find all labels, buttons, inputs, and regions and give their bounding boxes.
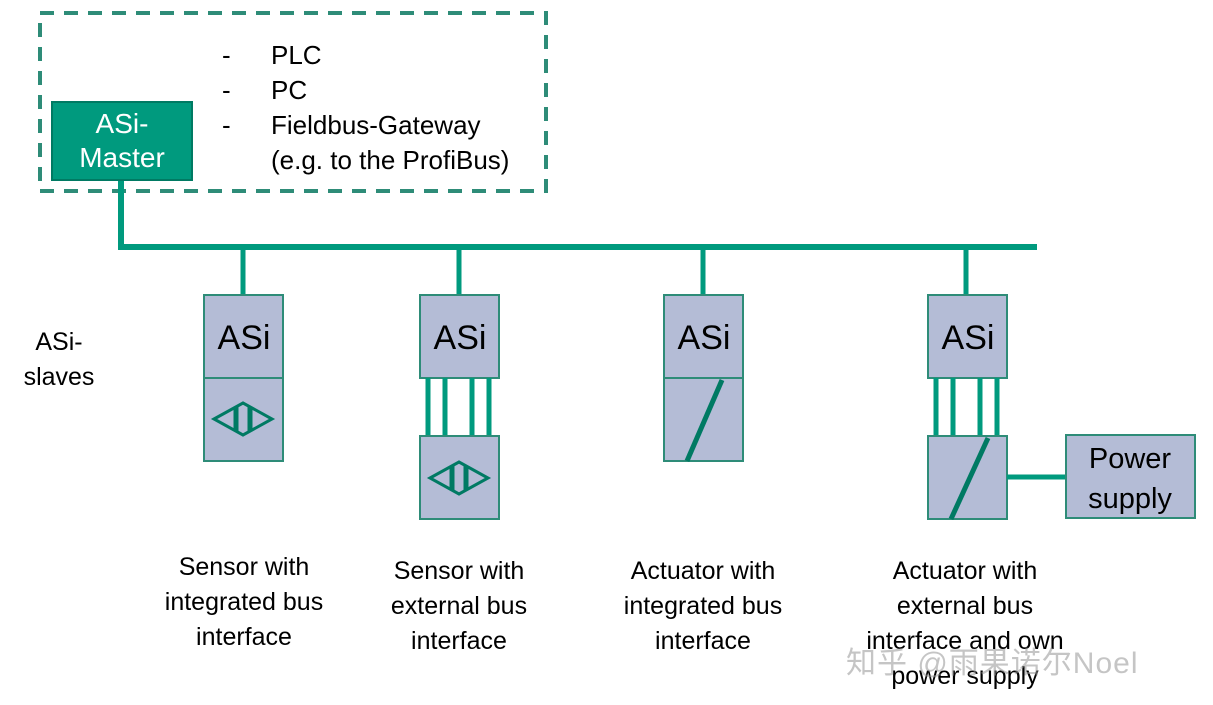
asi-slaves-label: ASi- slaves — [18, 325, 100, 395]
caption-line: integrated bus — [164, 588, 324, 616]
bullet-dash: - — [222, 40, 231, 70]
host-item: - PLC — [222, 38, 509, 73]
asi-module-label: ASi — [433, 319, 487, 357]
caption-line: integrated bus — [623, 592, 783, 620]
master-label-line1: ASi- — [95, 108, 149, 139]
caption-line: Sensor with — [178, 553, 310, 581]
slave-actuator-external — [927, 294, 1196, 521]
watermark-text: 知乎 @雨果诺尔Noel — [846, 647, 1139, 680]
caption-line: interface — [655, 627, 751, 655]
slave-sensor-external — [419, 294, 500, 520]
sensor-symbol-icon — [426, 460, 492, 496]
host-label: PC — [271, 75, 308, 105]
interface-wires — [425, 378, 492, 436]
asi-module-box — [927, 294, 1008, 379]
caption-sensor-external: Sensor with external bus interface — [354, 554, 564, 659]
host-label: Fieldbus-Gateway — [271, 110, 481, 140]
host-label: PLC — [271, 40, 322, 70]
host-item-continuation: (e.g. to the ProfiBus) — [222, 143, 509, 178]
host-item: - Fieldbus-Gateway — [222, 108, 509, 143]
caption-line: Actuator with — [892, 557, 1038, 585]
caption-line: external bus — [390, 592, 528, 620]
caption-actuator-integrated: Actuator with integrated bus interface — [593, 554, 813, 659]
asi-module-box — [663, 294, 744, 379]
host-list: - PLC - PC - Fieldbus-Gateway (e.g. to the … — [222, 38, 509, 178]
caption-sensor-integrated: Sensor with integrated bus interface — [135, 550, 353, 655]
bullet-dash: - — [222, 75, 231, 105]
caption-line: interface — [411, 627, 507, 655]
interface-wires — [933, 378, 1000, 436]
master-label-line2: Master — [79, 142, 165, 173]
sensor-symbol-icon — [210, 401, 276, 437]
caption-line: Sensor with — [393, 557, 525, 585]
caption-line: Actuator with — [630, 557, 776, 585]
power-supply-line1: Power — [1088, 443, 1172, 475]
power-supply-label: Power supply — [1066, 439, 1194, 519]
slave-sensor-integrated — [203, 294, 284, 462]
asi-module-box — [419, 294, 500, 379]
asi-module-label: ASi — [217, 319, 271, 357]
actuator-symbol-icon — [948, 436, 991, 521]
caption-line: interface and own — [866, 627, 1064, 655]
caption-line: power supply — [891, 662, 1039, 690]
host-item: - PC — [222, 73, 509, 108]
slave-actuator-integrated — [663, 294, 744, 462]
power-supply-line2: supply — [1088, 483, 1172, 515]
asi-module-label: ASi — [941, 319, 995, 357]
slaves-label-line2: slaves — [23, 363, 95, 391]
slaves-label-line1: ASi- — [35, 328, 83, 356]
asi-module-label: ASi — [677, 319, 731, 357]
bullet-dash: - — [222, 110, 231, 140]
host-boundary — [38, 11, 548, 193]
power-supply-box — [1065, 434, 1196, 519]
caption-line: external bus — [896, 592, 1034, 620]
actuator-symbol-icon — [684, 379, 725, 462]
asi-master-box: ASi- Master — [51, 101, 193, 181]
host-continuation: (e.g. to the ProfiBus) — [271, 145, 510, 175]
caption-line: interface — [196, 623, 292, 651]
caption-actuator-external: Actuator with external bus interface and… — [840, 554, 1090, 694]
